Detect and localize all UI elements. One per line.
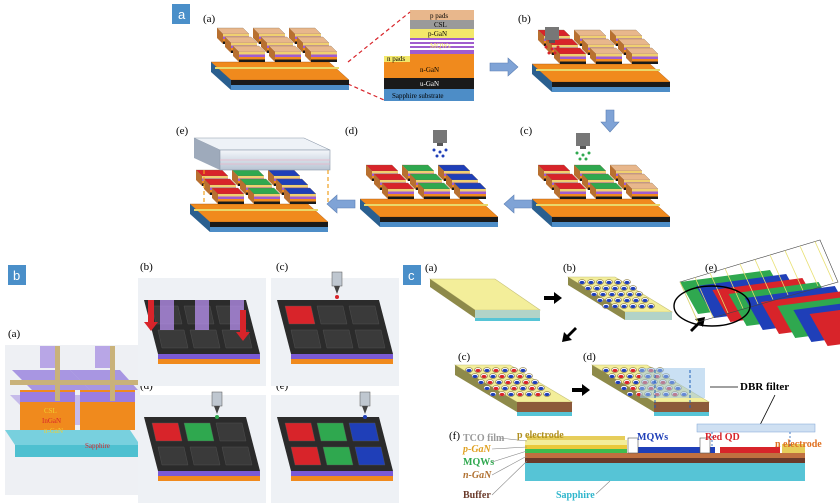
zoom-circle bbox=[673, 285, 751, 327]
pillar bbox=[160, 300, 174, 330]
panel-a: a (a) (b) (c) (d) (e) p pads CSL bbox=[172, 4, 671, 232]
arrow-left-icon-1 bbox=[503, 194, 533, 214]
nozzle-icon bbox=[359, 391, 371, 419]
panel-c-tag-text: c bbox=[408, 268, 415, 283]
panel-b-label-a: (a) bbox=[8, 328, 21, 340]
arrow-black-down-left-icon bbox=[562, 327, 577, 342]
xs-label-tco: TCO film bbox=[463, 433, 505, 444]
panel-b-tag bbox=[8, 265, 26, 285]
tile-c bbox=[271, 278, 399, 386]
device-label-sapphire: Sapphire bbox=[85, 442, 110, 450]
cover-lid bbox=[193, 137, 331, 171]
pillar bbox=[195, 300, 209, 330]
panel-c-label-a: (a) bbox=[425, 262, 438, 274]
panel-b: b (a) (b) (c) (d) (e) CSL InGaN n-GaN S bbox=[5, 261, 399, 503]
layer-label-u-gan: u-GaN bbox=[420, 80, 439, 88]
layer-label-p-pads: p pads bbox=[430, 12, 448, 20]
panel-b-tag-text: b bbox=[13, 268, 20, 283]
panel-a-label-d: (d) bbox=[345, 125, 358, 137]
xs-label-p-electrode: p electrode bbox=[517, 430, 564, 441]
led-array-b bbox=[531, 29, 671, 92]
panel-c: c (a) (b) (c) (d) (e) (f) bbox=[403, 239, 840, 501]
layer-label-mqws: MQWs bbox=[430, 42, 451, 50]
nozzle-icon bbox=[331, 271, 343, 299]
led-array-e bbox=[189, 169, 329, 232]
panel-a-label-a: (a) bbox=[203, 13, 216, 25]
tile-e bbox=[271, 395, 399, 503]
layer-label-n-gan: n-GaN bbox=[420, 66, 439, 74]
xs-label-n-gan: n-GaN bbox=[463, 470, 492, 481]
led-array-a bbox=[210, 27, 350, 90]
device-label-ingan: InGaN bbox=[42, 417, 61, 425]
panel-c-label-b: (b) bbox=[563, 262, 576, 274]
panel-c-tag bbox=[403, 265, 421, 285]
panel-a-tag bbox=[172, 4, 190, 24]
panel-a-label-c: (c) bbox=[520, 125, 533, 137]
dbr-filter-label: DBR filter bbox=[740, 381, 789, 393]
rgb-panel bbox=[673, 239, 840, 346]
layer-label-sapphire: Sapphire substrate bbox=[392, 92, 444, 100]
xs-label-sapphire: Sapphire bbox=[556, 490, 595, 501]
arrow-left-icon-2 bbox=[326, 194, 356, 214]
panel-b-label-c: (c) bbox=[276, 261, 289, 273]
panel-c-label-c: (c) bbox=[458, 351, 471, 363]
panel-c-label-f: (f) bbox=[449, 430, 460, 442]
slab-b bbox=[566, 276, 674, 320]
led-array-d bbox=[359, 164, 499, 227]
arrow-black-right-icon-1 bbox=[544, 292, 562, 304]
panel-c-label-e: (e) bbox=[705, 262, 718, 274]
nozzle-blue-icon bbox=[432, 130, 448, 158]
led-array-c bbox=[531, 164, 671, 227]
xs-label-mqws-top: MQWs bbox=[637, 432, 668, 443]
xs-label-n-electrode: n electrode bbox=[775, 439, 822, 450]
nozzle-red-icon bbox=[544, 27, 560, 55]
panel-b-label-b: (b) bbox=[140, 261, 153, 273]
slab-c bbox=[453, 364, 574, 416]
nozzle-icon bbox=[211, 391, 223, 419]
arrow-right-icon bbox=[489, 57, 519, 77]
layer-label-csl: CSL bbox=[434, 21, 447, 29]
xs-label-buffer: Buffer bbox=[463, 490, 491, 501]
arrow-red-down-icon bbox=[236, 310, 250, 341]
cross-section: TCO film p-GaN MQWs n-GaN Buffer p elect… bbox=[462, 423, 822, 501]
tile-d bbox=[138, 395, 266, 503]
arrow-red-down-icon bbox=[144, 300, 158, 331]
arrow-black-right-icon-2 bbox=[572, 384, 590, 396]
nozzle-green-icon bbox=[575, 133, 591, 161]
xs-label-red-qd: Red QD bbox=[705, 432, 740, 443]
layer-label-p-gan: p-GaN bbox=[428, 30, 447, 38]
layer-label-n-pads: n pads bbox=[387, 55, 405, 63]
device-3d: CSL InGaN n-GaN Sapphire bbox=[5, 345, 140, 495]
slab-d bbox=[590, 364, 711, 416]
panel-c-label-d: (d) bbox=[583, 351, 596, 363]
xs-label-p-gan: p-GaN bbox=[462, 444, 492, 455]
stripe bbox=[809, 309, 840, 346]
device-label-csl: CSL bbox=[44, 407, 57, 415]
panel-a-label-e: (e) bbox=[176, 125, 189, 137]
arrow-down-icon bbox=[600, 109, 620, 133]
panel-a-tag-text: a bbox=[178, 7, 186, 22]
layer-stack: p pads CSL p-GaN MQWs n pads n-GaN u-GaN… bbox=[384, 10, 474, 101]
xs-label-mqws: MQWs bbox=[463, 457, 494, 468]
panel-b-tiles bbox=[138, 271, 399, 503]
slab-a bbox=[429, 278, 541, 321]
device-label-n-gan: n-GaN bbox=[44, 427, 63, 435]
panel-a-label-b: (b) bbox=[518, 13, 531, 25]
